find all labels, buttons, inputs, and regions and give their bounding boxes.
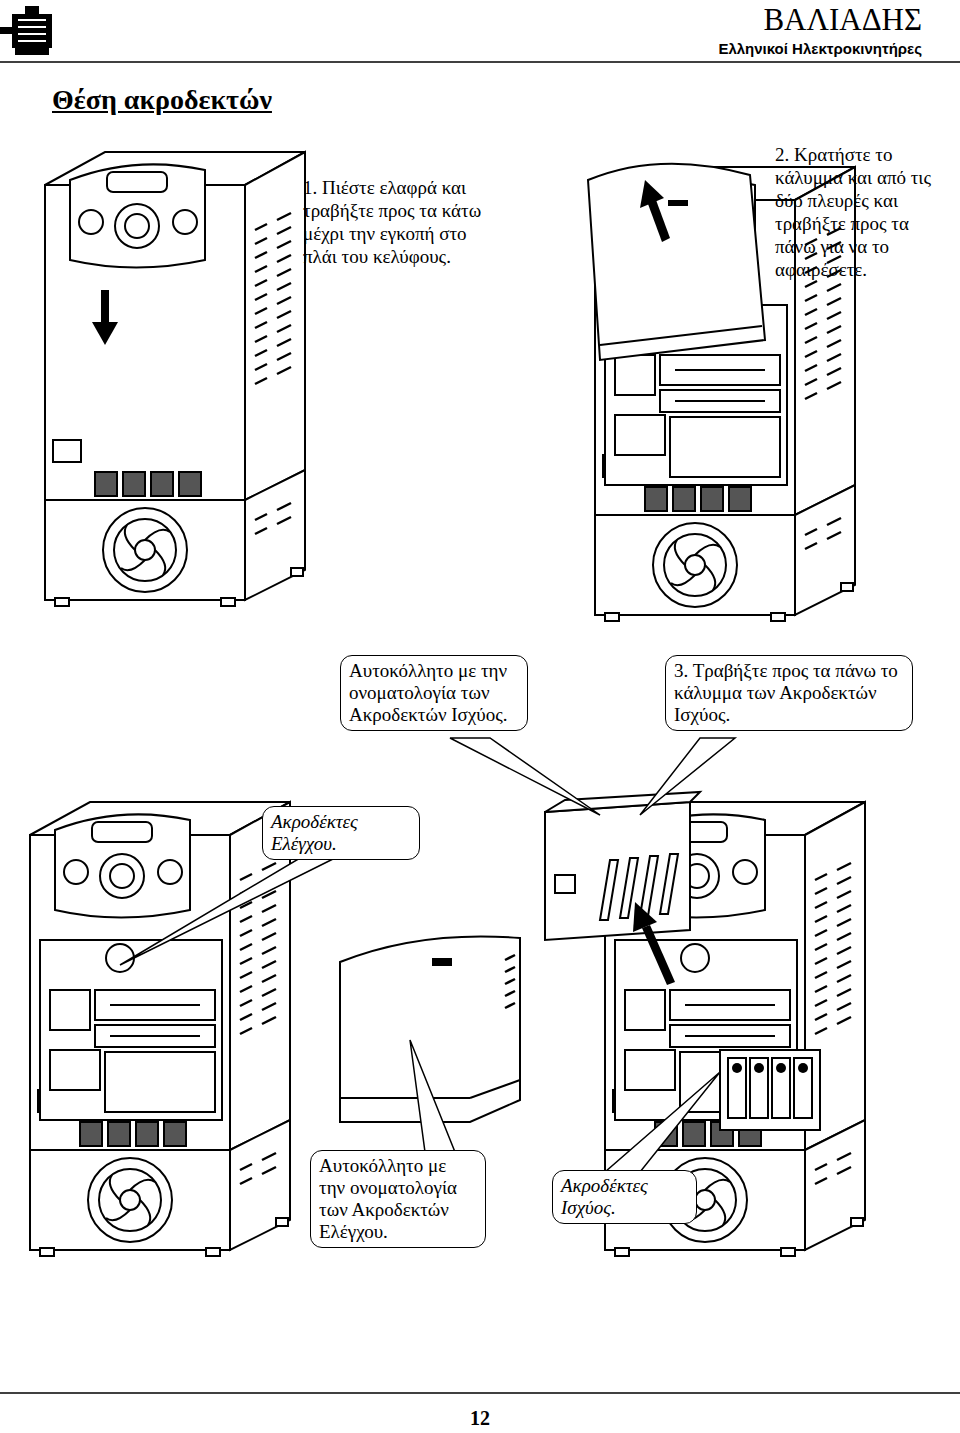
callout-bubble: Αυτοκόλλητο με την ονοματολογία των Ακρο… (340, 655, 528, 731)
callout-bubble: Ακροδέκτες Ελέγχου. (262, 806, 420, 860)
callout-text: Ακροδέκτες Ισχύος. (561, 1175, 688, 1219)
inverter-closed (45, 152, 305, 606)
footer-rule (0, 1392, 960, 1394)
company-subtitle: Ελληνικοί Ηλεκτροκινητήρες (718, 40, 922, 58)
callout-bubble: Ακροδέκτες Ισχύος. (552, 1170, 697, 1224)
step-note: 1. Πιέστε ελαφρά και τραβήξτε προς τα κά… (303, 176, 488, 268)
front-cover-lifted (588, 164, 765, 360)
up-arrow (633, 902, 675, 985)
header-rule (0, 61, 960, 63)
callout-tails (120, 738, 735, 1172)
company-name: ΒΑΛΙΑΔΗΣ (763, 2, 922, 38)
page-number: 12 (462, 1406, 498, 1430)
callout-bubble: 3. Τραβήξτε προς τα πάνω το κάλυμμα των … (665, 655, 913, 731)
callout-text: 3. Τραβήξτε προς τα πάνω το κάλυμμα των … (674, 660, 904, 726)
motor-icon (0, 6, 52, 55)
callout-text: Ακροδέκτες Ελέγχου. (271, 811, 411, 855)
callout-bubble: Αυτοκόλλητο με την ονοματολογία των Ακρο… (310, 1150, 486, 1248)
down-arrow (92, 290, 118, 345)
step-note: 2. Κρατήστε το κάλυμμα και από τις δύο π… (775, 143, 935, 281)
power-terminals (720, 1050, 820, 1130)
callout-text: Αυτοκόλλητο με την ονοματολογία των Ακρο… (349, 660, 519, 726)
page-title: Θέση ακροδεκτών (52, 84, 272, 116)
callout-text: Αυτοκόλλητο με την ονοματολογία των Ακρο… (319, 1155, 477, 1243)
control-terminals (40, 940, 222, 1120)
up-arrow (640, 180, 670, 242)
inverter-open (30, 802, 290, 1256)
power-cover-lifted (545, 792, 700, 940)
